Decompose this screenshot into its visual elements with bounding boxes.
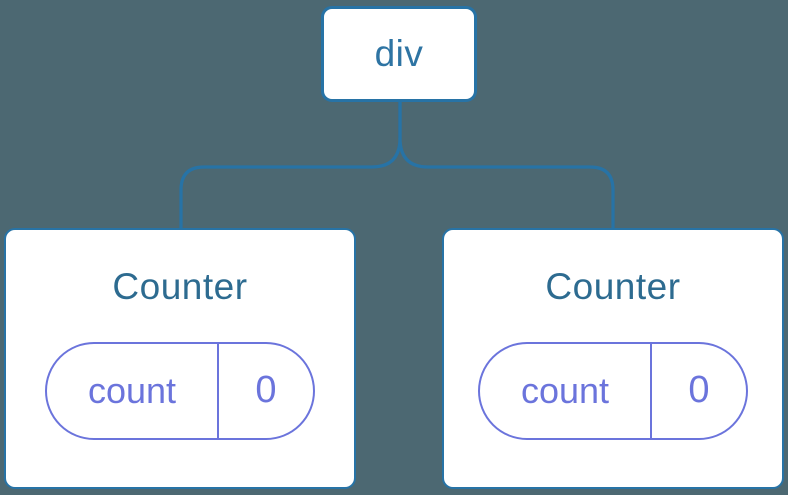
counter-title: Counter (545, 266, 681, 307)
state-pill: count 0 (45, 341, 315, 440)
state-value: 0 (255, 369, 277, 412)
state-key-cell: count (480, 344, 650, 438)
state-pill-divider (217, 343, 219, 438)
state-value-cell: 0 (219, 344, 313, 438)
state-key-cell: count (47, 344, 217, 438)
state-key-label: count (87, 369, 177, 411)
state-pill-divider (650, 343, 652, 438)
state-pill: count 0 (478, 341, 748, 440)
root-node-div: div (321, 6, 477, 102)
counter-title: Counter (112, 266, 248, 307)
connector-branch-right (398, 101, 615, 229)
state-value-cell: 0 (652, 344, 746, 438)
counter-card-right: Counter count 0 (442, 228, 784, 489)
connector-branch-left (179, 101, 402, 229)
root-node-label: div (374, 33, 424, 74)
counter-card-left: Counter count 0 (4, 228, 356, 489)
state-value: 0 (688, 369, 710, 412)
state-key-label: count (520, 369, 610, 411)
